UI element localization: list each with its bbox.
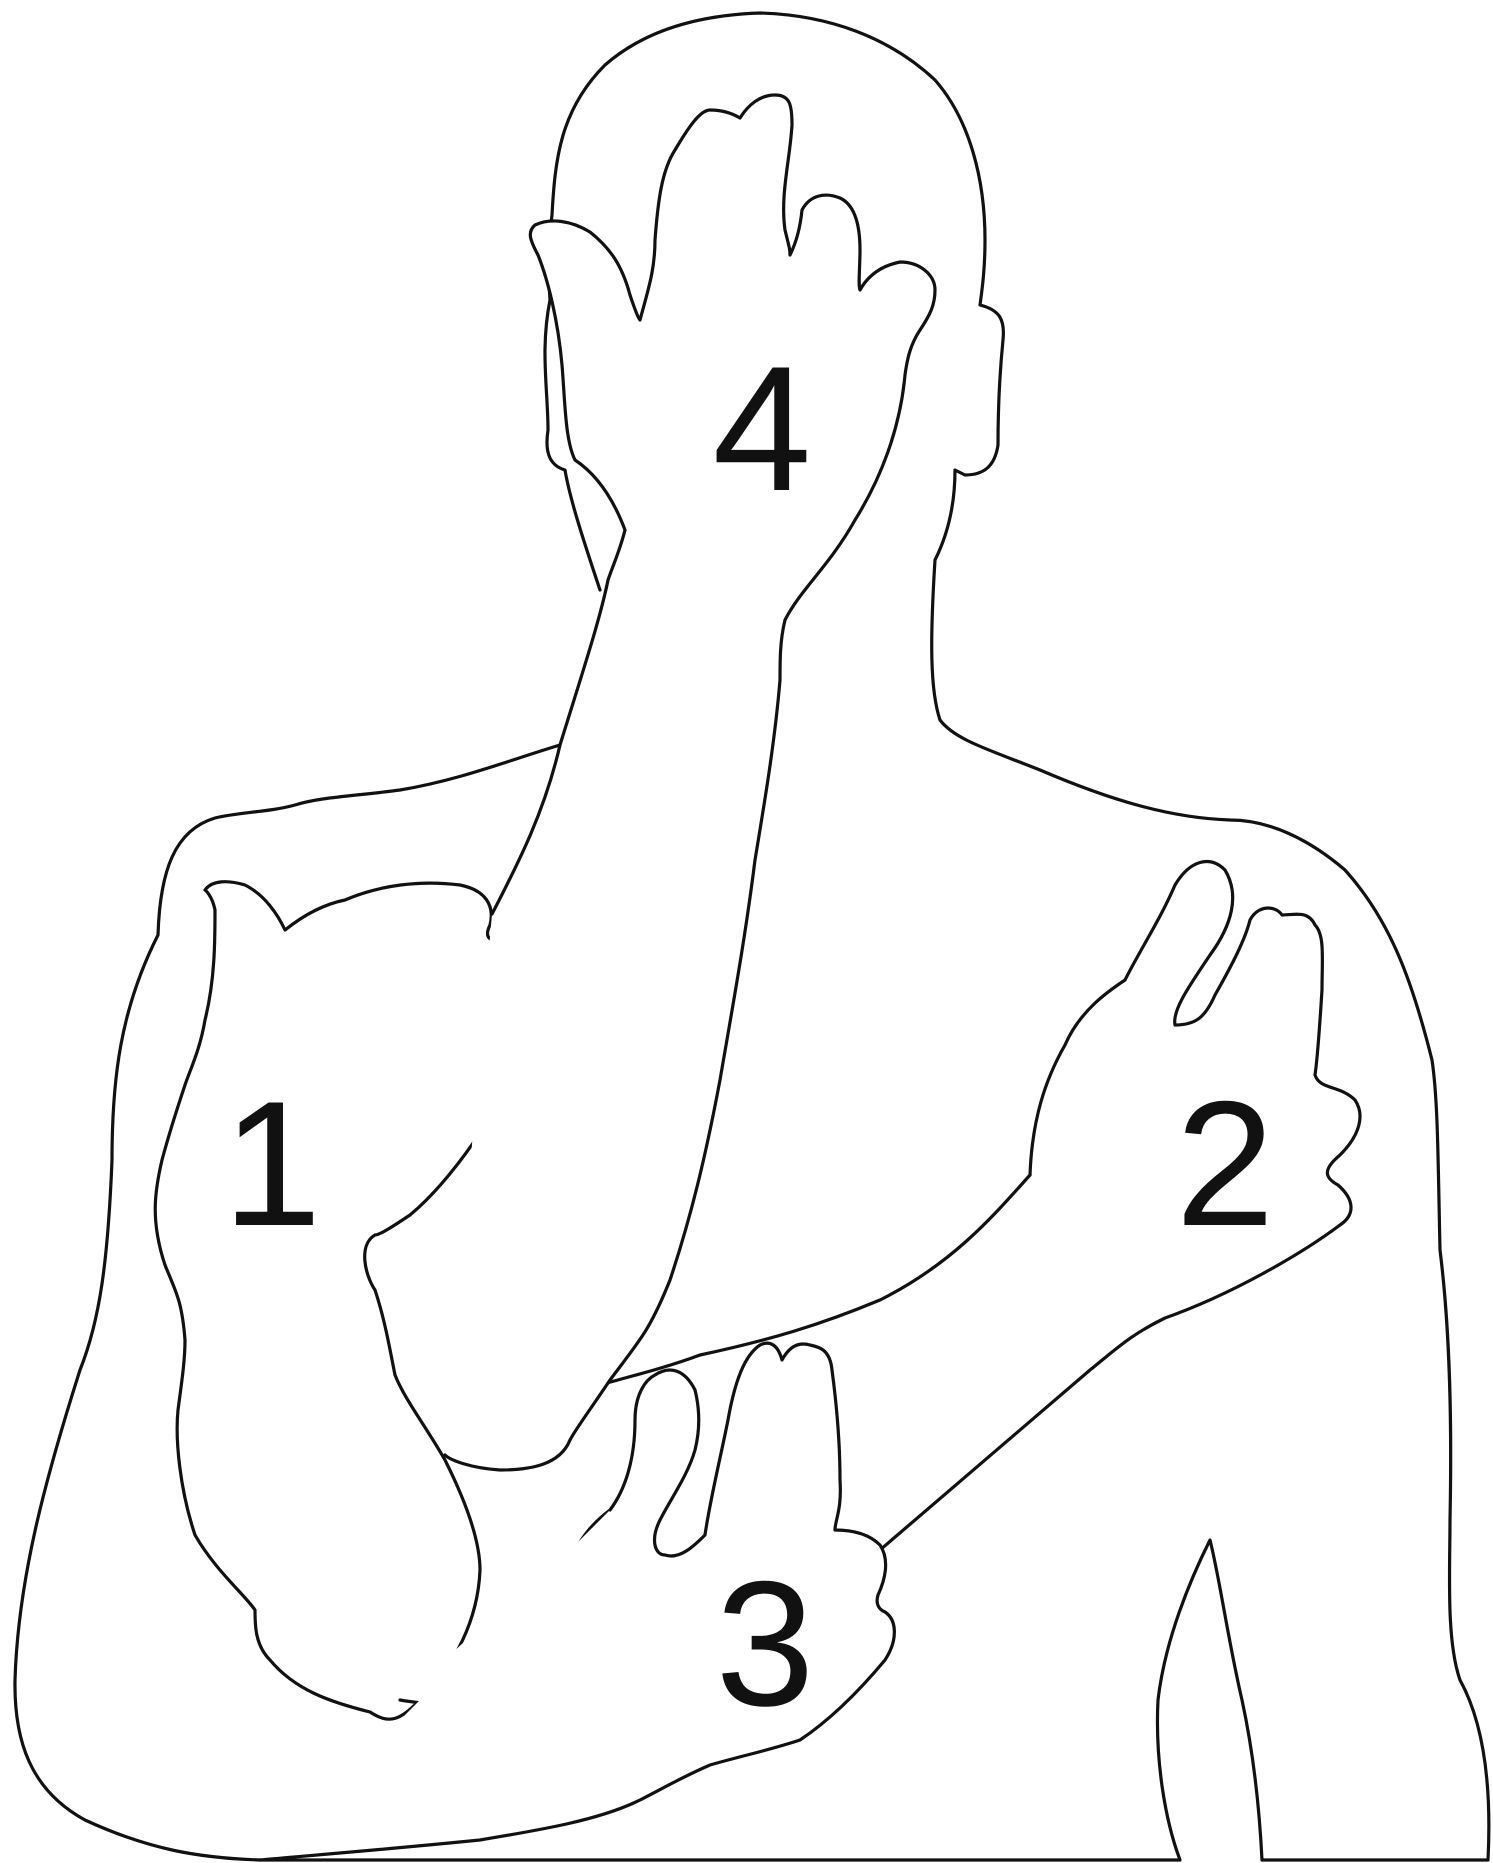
zone-label-4: 4	[713, 329, 812, 528]
zone-label-1: 1	[223, 1064, 322, 1263]
zone-label-3: 3	[716, 1544, 815, 1743]
zone-label-2: 2	[1176, 1064, 1275, 1263]
